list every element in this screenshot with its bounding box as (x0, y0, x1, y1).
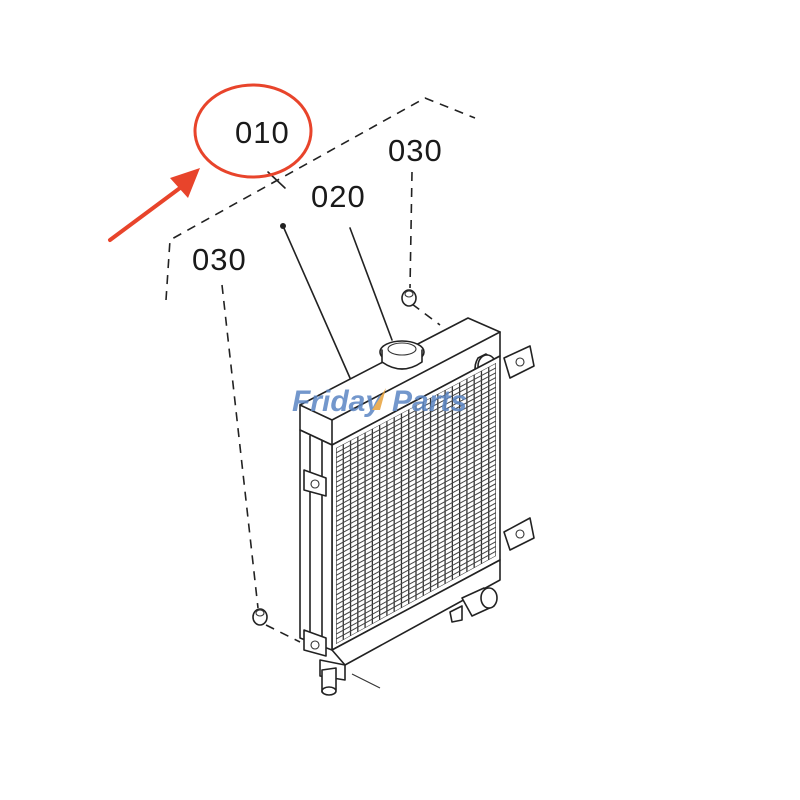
fin-row (336, 492, 496, 581)
fin-row (336, 488, 496, 576)
leader-bottom (351, 673, 381, 689)
leader-radiator (282, 225, 351, 379)
fin-row (336, 468, 496, 557)
fin-row (336, 459, 496, 547)
fin-row (336, 516, 496, 606)
fin-row (336, 507, 496, 596)
nut-030-left (252, 608, 268, 626)
callout-020: 020 (311, 179, 366, 214)
fin-row (336, 391, 496, 478)
nut-030-right (401, 289, 417, 307)
watermark: Friday Parts (292, 385, 467, 418)
callout-030-right: 030 (388, 133, 443, 168)
fin-row (336, 444, 496, 532)
fin-row (336, 401, 496, 488)
fin-row (336, 396, 496, 483)
fin-row (336, 526, 496, 616)
bracket-mid-right (503, 517, 535, 551)
bottom-tank (331, 559, 501, 666)
leader-020 (349, 227, 393, 341)
fin-row (336, 531, 496, 620)
side-plate (299, 429, 333, 651)
fin-row (336, 410, 496, 498)
bottom-feet (321, 667, 337, 696)
fin-row (336, 405, 496, 493)
leader-030-left (221, 284, 259, 609)
leader-030-right (409, 171, 413, 289)
radiator-cap (379, 340, 425, 370)
fin-row (336, 473, 496, 562)
fin-row (336, 367, 496, 454)
fin-row (336, 550, 496, 640)
fin-row (336, 386, 496, 473)
fin-row (336, 512, 496, 601)
fin-row (336, 483, 496, 571)
radiator-assembly (299, 317, 535, 696)
leader-030-right-b (411, 303, 441, 326)
leader-030-left-b (265, 624, 301, 643)
fin-row (336, 439, 496, 527)
fin-row (336, 415, 496, 503)
lower-pipe (449, 587, 498, 623)
callout-030-left: 030 (192, 242, 247, 277)
watermark-accent-icon (372, 388, 386, 410)
fin-row (336, 449, 496, 537)
watermark-text-right: Parts (392, 385, 467, 418)
fin-row (336, 430, 496, 518)
fin-row (336, 454, 496, 542)
fin-row (336, 377, 496, 464)
fin-row (336, 420, 496, 508)
fin-row (336, 545, 496, 635)
fin-row (336, 497, 496, 586)
fin-row (336, 463, 496, 552)
leader-dot (280, 223, 286, 229)
fin-row (336, 478, 496, 567)
fin-row (336, 536, 496, 625)
callout-010: 010 (235, 115, 290, 150)
fin-row (336, 502, 496, 591)
bracket-top-right (503, 345, 535, 379)
fin-row (336, 372, 496, 459)
fin-row (336, 381, 496, 469)
circle-icon (193, 83, 313, 179)
bracket-left-top (303, 469, 327, 497)
watermark-text-left: Friday (292, 385, 383, 418)
fin-row (336, 521, 496, 611)
bracket-left-bottom (303, 629, 327, 657)
arrow-icon (108, 168, 200, 242)
fin-row (336, 434, 496, 522)
fin-row (336, 541, 496, 630)
leader-lines (221, 171, 441, 689)
fin-row (336, 425, 496, 513)
core-fins (336, 363, 496, 644)
